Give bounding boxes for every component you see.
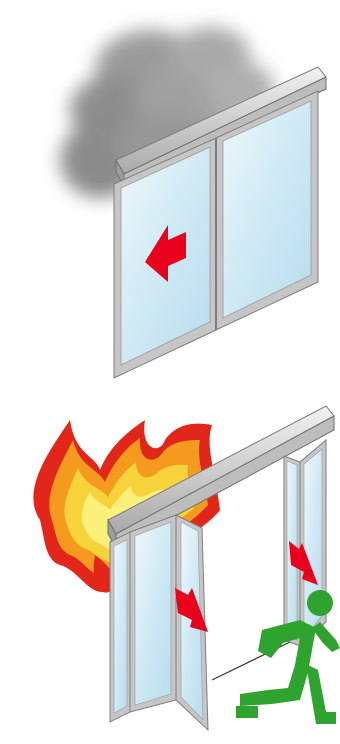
breakout-door-icon <box>109 438 327 732</box>
smoke-scene <box>60 27 327 379</box>
running-man-exit-icon <box>236 590 340 724</box>
direction-arrow-icon <box>145 225 186 282</box>
door-header-rail <box>107 405 335 550</box>
fire-scene <box>33 405 340 732</box>
direction-arrow-icon <box>175 541 318 632</box>
sliding-door-icon <box>113 90 319 379</box>
